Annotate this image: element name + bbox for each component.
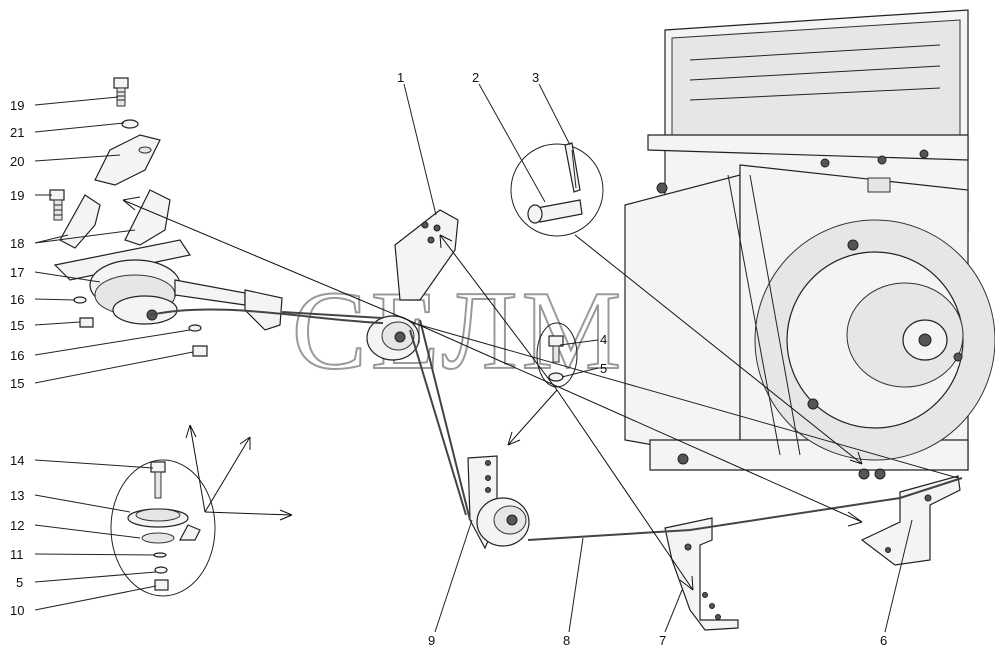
- callout-19b: 19: [10, 188, 24, 203]
- pulley-inset: [110, 459, 216, 597]
- bracket-6: [860, 475, 961, 566]
- watermark: СЕЛМ: [292, 269, 625, 393]
- callout-21: 21: [10, 125, 24, 140]
- callout-20: 20: [10, 154, 24, 169]
- callout-4: 4: [600, 332, 607, 347]
- callout-2: 2: [472, 70, 479, 85]
- pin-inset: [510, 142, 604, 237]
- callout-14: 14: [10, 453, 24, 468]
- callout-11: 11: [10, 547, 24, 562]
- callout-6: 6: [880, 633, 887, 648]
- callout-7: 7: [659, 633, 666, 648]
- callout-19a: 19: [10, 98, 24, 113]
- callout-12: 12: [10, 518, 24, 533]
- guide-arrows: [122, 196, 863, 591]
- engine-housing: [624, 9, 995, 480]
- callout-8: 8: [563, 633, 570, 648]
- callout-9: 9: [428, 633, 435, 648]
- callout-17: 17: [10, 265, 24, 280]
- callout-15a: 15: [10, 318, 24, 333]
- callout-18: 18: [10, 236, 24, 251]
- callout-1: 1: [397, 70, 404, 85]
- callout-5a: 5: [16, 575, 23, 590]
- callout-16b: 16: [10, 348, 24, 363]
- callout-10: 10: [10, 603, 24, 618]
- callout-16a: 16: [10, 292, 24, 307]
- callout-5b: 5: [600, 361, 607, 376]
- tensioner-assembly: [49, 77, 283, 357]
- callout-labels: 19 21 20 19 18 17 16 15 16 15 14 13 12 1…: [10, 70, 887, 648]
- callout-3: 3: [532, 70, 539, 85]
- leader-lines: [34, 83, 913, 633]
- callout-13: 13: [10, 488, 24, 503]
- bolt-4-inset: [536, 322, 578, 388]
- bracket-1: [366, 209, 459, 361]
- cables: [149, 308, 963, 541]
- bracket-9: [467, 455, 530, 550]
- callout-15b: 15: [10, 376, 24, 391]
- bracket-7: [664, 517, 739, 631]
